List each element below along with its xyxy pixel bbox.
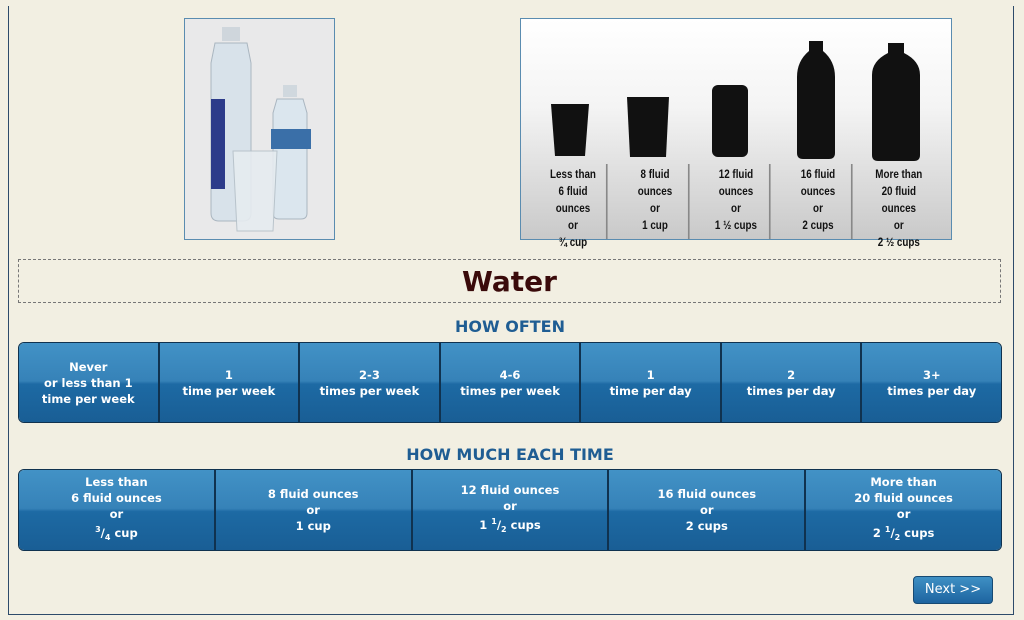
frequency-option[interactable]: 3+ times per day [862, 343, 1001, 422]
amount-unit: cups [900, 525, 935, 540]
amount-line: 8 fluid ounces [267, 487, 359, 501]
frequency-option[interactable]: 2 times per day [721, 343, 863, 422]
amount-line: 6 fluid ounces [71, 490, 162, 505]
amount-line: or [700, 503, 714, 517]
food-title: Water [18, 259, 1001, 303]
fraction-numerator: 1 [491, 516, 497, 526]
fraction-numerator: 1 [884, 524, 891, 534]
amount-line: 1 cup [295, 519, 331, 533]
silhouette-caption: 12 fluid ounces or 1 ½ cups [704, 164, 771, 239]
next-button[interactable]: Next >> [913, 576, 993, 604]
cup-small-icon [551, 104, 589, 156]
how-often-options: Never or less than 1 time per week 1 tim… [18, 342, 1002, 423]
amount-line: 12 fluid ounces [460, 482, 560, 497]
amount-line: 16 fluid ounces [657, 487, 757, 501]
bottle-16oz-icon [797, 41, 835, 159]
frequency-option[interactable]: 1 time per week [159, 343, 301, 422]
fraction-denominator: 2 [501, 525, 507, 535]
amount-line: or [896, 506, 911, 521]
amount-option[interactable]: 16 fluid ounces or 2 cups [609, 470, 807, 550]
frequency-option[interactable]: 4-6 times per week [440, 343, 582, 422]
silhouette-caption: More than 20 fluid ounces or 2 ½ cups [875, 167, 923, 249]
cup-large-icon [627, 97, 669, 157]
fraction-denominator: 4 [104, 533, 111, 543]
water-bottles-photo [184, 18, 335, 240]
amount-line: or [503, 498, 517, 513]
amount-unit: cup [110, 525, 138, 540]
page-frame [8, 6, 1014, 615]
serving-size-silhouettes: Less than 6 fluid ounces or ¾ cup 8 flui… [520, 18, 952, 249]
amount-line: or [109, 506, 124, 521]
fraction-numerator: 3 [95, 524, 101, 534]
frequency-option[interactable]: Never or less than 1 time per week [19, 343, 160, 422]
frequency-option[interactable]: 2-3 times per week [300, 343, 441, 422]
fraction-denominator: 2 [894, 533, 901, 543]
amount-line: or [306, 503, 320, 517]
how-often-title: HOW OFTEN [455, 317, 565, 336]
silhouette-caption: 16 fluid ounces or 2 cups [785, 164, 853, 239]
amount-line: Less than [85, 474, 148, 489]
how-much-title: HOW MUCH EACH TIME [406, 445, 614, 464]
amount-line: More than [870, 474, 937, 489]
amount-option[interactable]: 8 fluid ounces or 1 cup [215, 470, 413, 550]
amount-unit: cups [506, 517, 541, 532]
amount-line: 1 [479, 517, 492, 532]
amount-line: 2 cups [685, 519, 728, 533]
frequency-option[interactable]: 1 time per day [581, 343, 722, 422]
silhouette-caption: Less than 6 fluid ounces or ¾ cup [540, 164, 608, 249]
amount-line: 20 fluid ounces [854, 490, 953, 505]
can-icon [712, 85, 748, 157]
silhouette-caption: 8 fluid ounces or 1 cup [622, 164, 689, 239]
amount-line: 2 [872, 525, 885, 540]
bottle-20oz-icon [872, 43, 920, 161]
